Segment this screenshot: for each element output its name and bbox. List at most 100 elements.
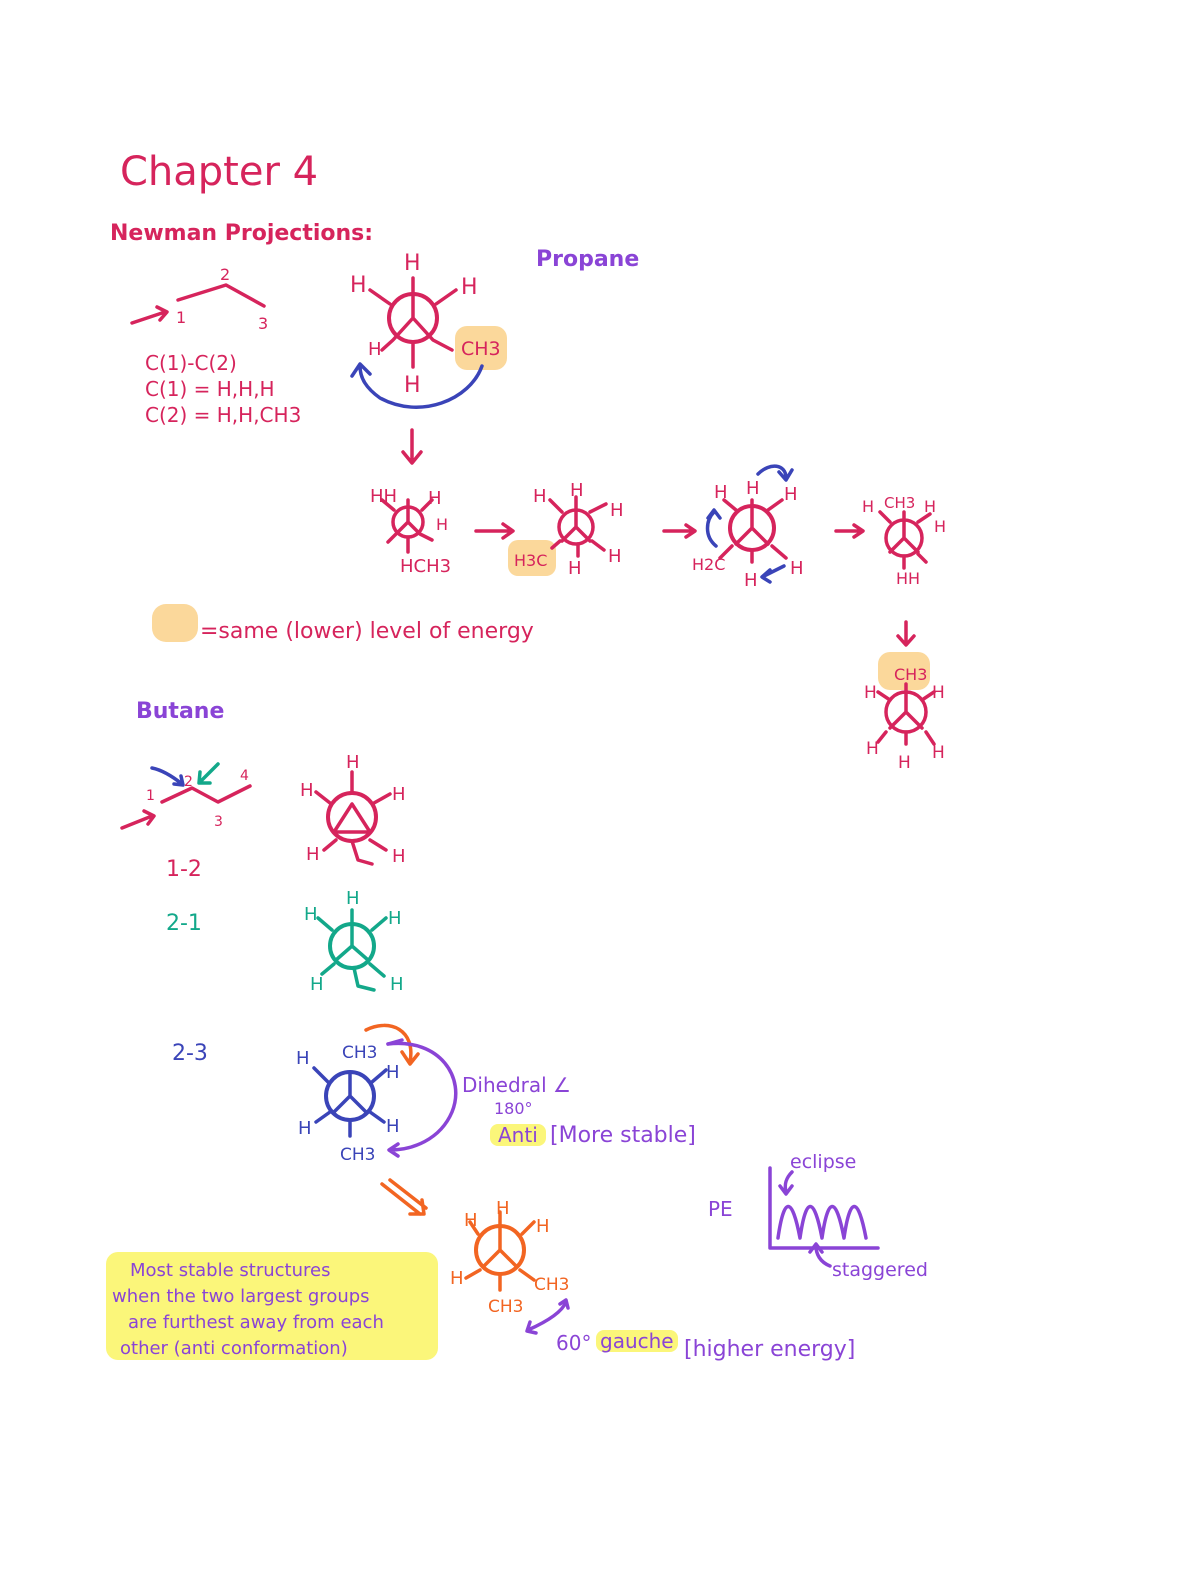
propane-newman-final: CH3 H H H H H <box>864 652 945 773</box>
down-arrow-2 <box>896 620 916 647</box>
gauche-label: gauche <box>600 1329 674 1353</box>
propane-newman-1: H H H H H CH3 <box>350 251 507 409</box>
h-top: H <box>496 1198 510 1219</box>
newman-circle <box>326 791 378 843</box>
ch3-group: CH3 <box>461 338 501 360</box>
butane-newman-2-3-anti: CH3 H H H H CH3 <box>296 1023 458 1165</box>
pe-axes <box>768 1166 880 1250</box>
butane-newman-1-2: H H H H H <box>300 752 406 867</box>
chain-label-1: 1 <box>146 788 155 804</box>
rotation-arrow <box>350 362 484 409</box>
view-2-1: 2-1 <box>166 911 202 936</box>
propane-newman-rotation: H H H H2C H H <box>692 464 804 591</box>
note-highlight <box>106 1252 438 1360</box>
newman-bonds <box>316 908 388 992</box>
h-top-right: H <box>784 484 798 505</box>
note-line-4: other (anti conformation) <box>120 1338 348 1359</box>
h-left: H <box>296 1048 310 1069</box>
bond-line-2: C(1) = H,H,H <box>145 377 275 401</box>
newman-bonds <box>314 770 392 866</box>
chain-label-1: 1 <box>176 308 186 327</box>
pe-curve <box>776 1204 868 1240</box>
purple-arrow-tail <box>386 1038 404 1046</box>
right-arrow-2 <box>662 523 697 539</box>
view-1-2: 1-2 <box>166 857 202 882</box>
ch3-top: CH3 <box>884 494 915 512</box>
h-left: H <box>350 273 367 298</box>
highlight-h3c <box>508 540 556 576</box>
h-bottom-left: H <box>866 739 879 759</box>
dihedral-label: Dihedral ∠ <box>462 1073 571 1097</box>
highlight-ch3-final <box>878 652 930 690</box>
ch3-top: CH3 <box>894 665 927 684</box>
h-right: H <box>934 517 946 536</box>
h-top: H <box>746 478 760 499</box>
stability-note: Most stable structures when the two larg… <box>106 1252 438 1360</box>
chapter-title: Chapter 4 <box>120 149 318 195</box>
propane-newman-staggered-2: H H H H3C H H <box>508 480 624 579</box>
h-left: H <box>304 904 318 925</box>
newman-bonds <box>876 682 936 746</box>
h-top-left: H <box>714 482 728 503</box>
h-top-left: H <box>533 486 547 507</box>
note-line-1: Most stable structures <box>130 1260 330 1281</box>
view-arrow <box>130 305 169 325</box>
newman-bonds <box>878 510 932 570</box>
more-stable-label: [More stable] <box>550 1123 696 1148</box>
h-left: H <box>450 1268 464 1289</box>
rotate-arrow-top <box>756 464 794 482</box>
h-right: H <box>932 683 945 703</box>
h-top: H <box>404 251 421 276</box>
ch3-bottom: CH3 <box>340 1145 375 1165</box>
h-bottom-right: H <box>932 743 945 763</box>
hch3-bottom: HCH3 <box>400 556 451 577</box>
rotate-arrow-bottom <box>760 564 786 584</box>
h-bottom-right: H <box>790 558 804 579</box>
note-line-2: when the two largest groups <box>112 1286 370 1307</box>
staggered-label: staggered <box>832 1259 928 1281</box>
h-right: H <box>386 1062 400 1083</box>
newman-bonds <box>312 1066 388 1138</box>
h-top-right: H <box>924 497 936 516</box>
h-left: H <box>864 683 877 703</box>
right-arrow-1 <box>474 522 515 540</box>
newman-bonds <box>380 498 434 554</box>
newman-bonds <box>548 495 608 558</box>
orange-rotation-arrow <box>364 1023 420 1066</box>
butane-skeletal: 1 2 3 4 <box>120 762 252 830</box>
h-bottom-right: H <box>608 546 622 567</box>
h-bottom-left: H <box>298 1118 312 1139</box>
chain-label-3: 3 <box>214 814 223 830</box>
h3c-group: H3C <box>514 551 547 570</box>
angle-180: 180° <box>494 1099 533 1118</box>
butane-newman-2-1: H H H H H <box>304 888 404 995</box>
ch3-bottom: CH3 <box>488 1297 523 1317</box>
higher-energy-label: [higher energy] <box>684 1337 855 1362</box>
h-right: H <box>610 500 624 521</box>
h-lower-left: H <box>368 339 382 360</box>
newman-bonds <box>718 498 788 564</box>
h-right: H <box>392 784 406 805</box>
h-top-right: H <box>536 1216 550 1237</box>
h-top-right: H <box>428 488 442 509</box>
h-bottom: H <box>568 558 582 579</box>
note-line-3: are furthest away from each <box>128 1312 384 1333</box>
propane-label: Propane <box>536 247 639 272</box>
h-top-left: H <box>464 1210 478 1231</box>
propane-newman-staggered-4: H CH3 H H HH <box>862 494 946 588</box>
staggered-arrow <box>808 1242 832 1268</box>
rotate-arrow-left <box>705 508 722 548</box>
h-bottom-right: H <box>392 846 406 867</box>
down-arrow-1 <box>401 428 423 465</box>
h-bottom: H <box>404 373 421 398</box>
view-2-3: 2-3 <box>172 1041 208 1066</box>
potential-energy-sketch: PE eclipse staggered <box>708 1151 928 1281</box>
highlight-gauche <box>596 1330 678 1352</box>
newman-bonds <box>464 1210 536 1292</box>
pe-label: PE <box>708 1197 733 1221</box>
h-right: H <box>388 908 402 929</box>
highlight-anti <box>490 1124 546 1146</box>
h-bottom-right: H <box>390 974 404 995</box>
h-bottom-left: H <box>310 974 324 995</box>
